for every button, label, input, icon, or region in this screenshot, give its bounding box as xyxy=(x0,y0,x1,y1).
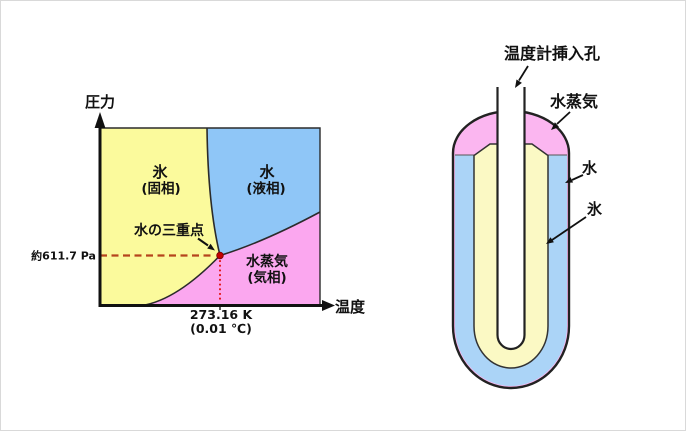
temperature-axis-arrowhead xyxy=(322,300,335,311)
triple-point-label: 水の三重点 xyxy=(134,222,204,239)
vapor-arrow xyxy=(556,111,571,125)
water-region-sublabel: (液相) xyxy=(246,180,285,197)
thermometer-hole-label: 温度計挿入孔 xyxy=(503,44,600,63)
triple-point-arrow xyxy=(197,237,209,247)
cell-vapor-label: 水蒸気 xyxy=(550,92,598,111)
pressure-value-label: 約611.7 Pa xyxy=(31,249,96,263)
water-region xyxy=(207,128,320,256)
ice-region-label: 氷 xyxy=(152,163,168,181)
thermometer-well-outline xyxy=(496,87,526,351)
temperature-value-k-label: 273.16 K xyxy=(190,307,254,322)
water-arrow xyxy=(571,174,584,181)
triple-point-arrowhead xyxy=(207,243,215,251)
ice-region-sublabel: (固相) xyxy=(141,180,180,197)
pressure-axis-label: 圧力 xyxy=(85,93,115,111)
vapor-region-sublabel: (気相) xyxy=(247,269,286,286)
triple-point-dot xyxy=(216,251,224,260)
temperature-axis-label: 温度 xyxy=(335,298,366,316)
ice-water-boundary xyxy=(206,127,221,256)
temperature-value-c-label: (0.01 ℃) xyxy=(190,321,252,336)
thermometer-hole-arrowhead xyxy=(515,79,522,88)
water-vapor-boundary xyxy=(219,211,321,257)
triple-point-cell-diagram: 温度計挿入孔 水蒸気 水 氷 xyxy=(451,44,603,390)
cell-water-label: 水 xyxy=(582,159,598,177)
plot-frame xyxy=(100,127,321,306)
thermometer-well xyxy=(497,87,525,349)
pressure-axis-arrowhead xyxy=(94,112,106,128)
water-region-label: 水 xyxy=(259,163,275,181)
cell-ice-label: 氷 xyxy=(587,200,603,218)
ice-arrow xyxy=(551,216,587,241)
vapor-region xyxy=(142,212,320,306)
phase-diagram: 圧力 温度 氷 (固相) 水 (液相) 水蒸気 (気相) 水の三重点 約611.… xyxy=(31,93,366,336)
ice-region xyxy=(100,128,220,306)
vapor-arrowhead xyxy=(551,122,560,130)
vapor-region-label: 水蒸気 xyxy=(246,253,288,270)
water-arrowhead xyxy=(565,177,574,183)
ice-arrowhead xyxy=(546,237,554,244)
thermometer-hole-arrow xyxy=(518,65,529,81)
